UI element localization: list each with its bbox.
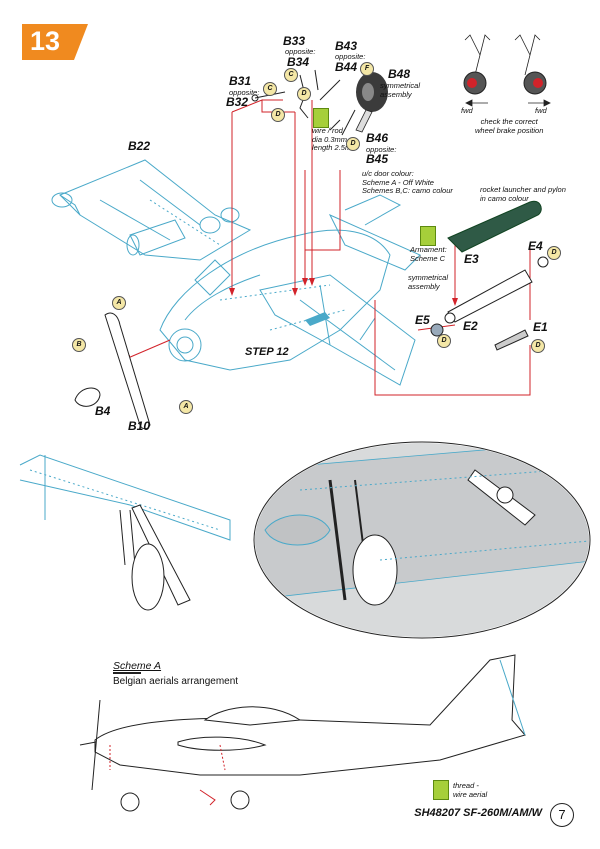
door-b46 bbox=[355, 109, 373, 133]
propeller bbox=[74, 312, 151, 430]
label-e1: E1 bbox=[533, 320, 548, 334]
note-uc-door-colour: u/c door colour: Scheme A - Off White Sc… bbox=[362, 169, 453, 196]
rocket-parts bbox=[430, 200, 549, 351]
hand-icon bbox=[313, 108, 329, 128]
callout-d-2: D bbox=[297, 87, 311, 101]
wing-strip bbox=[305, 312, 330, 326]
aerial-wires bbox=[109, 744, 226, 771]
callout-d-1: D bbox=[271, 108, 285, 122]
callout-a-1: A bbox=[112, 296, 126, 310]
note-wire-rod: wire / rod dia 0.3mm length 2.5mm bbox=[312, 126, 358, 153]
label-b34: B34 bbox=[287, 55, 310, 69]
note-b48-symmetrical: symmetrical assembly bbox=[380, 81, 421, 99]
scheme-block: Scheme A Belgian aerials arrangement bbox=[113, 660, 238, 687]
note-fwd-1: fwd bbox=[461, 106, 473, 115]
label-b44: B44 bbox=[335, 60, 358, 74]
callout-d-5: D bbox=[437, 334, 451, 348]
note-thread: thread - wire aerial bbox=[453, 781, 488, 799]
page-number: 7 bbox=[550, 803, 574, 827]
callout-f: F bbox=[360, 62, 374, 76]
side-view-aircraft bbox=[79, 654, 526, 791]
label-b32: B32 bbox=[226, 95, 249, 109]
label-b48: B48 bbox=[388, 67, 411, 81]
fwd-arrows bbox=[465, 99, 551, 107]
wheel-brake-detail bbox=[464, 34, 541, 76]
step-badge-shape bbox=[22, 24, 88, 60]
oval-detail bbox=[253, 441, 591, 639]
callout-c-1: C bbox=[263, 82, 277, 96]
callout-d-4: D bbox=[547, 246, 561, 260]
label-e3: E3 bbox=[464, 252, 479, 266]
hand-icon-2 bbox=[433, 780, 449, 800]
label-e2: E2 bbox=[463, 319, 478, 333]
wheel-b48 bbox=[356, 72, 388, 112]
scheme-subtitle: Belgian aerials arrangement bbox=[113, 676, 239, 687]
label-opposite-2: opposite: bbox=[285, 47, 316, 56]
label-b4: B4 bbox=[95, 404, 111, 418]
label-b33: B33 bbox=[283, 34, 306, 48]
label-e5: E5 bbox=[415, 313, 430, 327]
label-opposite-4: opposite: bbox=[366, 145, 397, 154]
label-b46: B46 bbox=[366, 131, 389, 145]
note-fwd-2: fwd bbox=[535, 106, 547, 115]
callout-b: B bbox=[72, 338, 86, 352]
label-opposite-1: opposite: bbox=[229, 88, 260, 97]
note-armament: Armament: Scheme C bbox=[410, 245, 447, 263]
label-b10: B10 bbox=[128, 419, 151, 433]
label-b43: B43 bbox=[335, 39, 358, 53]
callout-a-2: A bbox=[179, 400, 193, 414]
label-b45: B45 bbox=[366, 152, 389, 166]
gear-leg-left bbox=[119, 504, 191, 606]
label-b31: B31 bbox=[229, 74, 252, 88]
gear-closeup-left bbox=[19, 454, 231, 541]
callout-d-6: D bbox=[531, 339, 545, 353]
step-number: 13 bbox=[30, 26, 61, 56]
question-icon bbox=[420, 226, 436, 246]
label-b22: B22 bbox=[128, 139, 151, 153]
sub-step-label: STEP 12 bbox=[245, 346, 289, 358]
callout-c-2: C bbox=[284, 68, 298, 82]
kit-code: SH48207 SF-260M/AM/W bbox=[414, 807, 542, 819]
scheme-title: Scheme A bbox=[113, 660, 162, 672]
note-rocket: rocket launcher and pylon in camo colour bbox=[480, 185, 566, 203]
label-opposite-3: opposite: bbox=[335, 52, 366, 61]
note-symmetrical: symmetrical assembly bbox=[408, 273, 449, 291]
label-e4: E4 bbox=[528, 239, 543, 253]
side-view-wheels bbox=[120, 790, 250, 812]
aerial-detail bbox=[199, 789, 216, 806]
callout-d-3: D bbox=[346, 137, 360, 151]
note-check-brake: check the correct wheel brake position bbox=[475, 117, 544, 135]
wheels-brake bbox=[463, 71, 547, 95]
gear-parts bbox=[251, 69, 356, 136]
wheel-left bbox=[131, 543, 165, 611]
